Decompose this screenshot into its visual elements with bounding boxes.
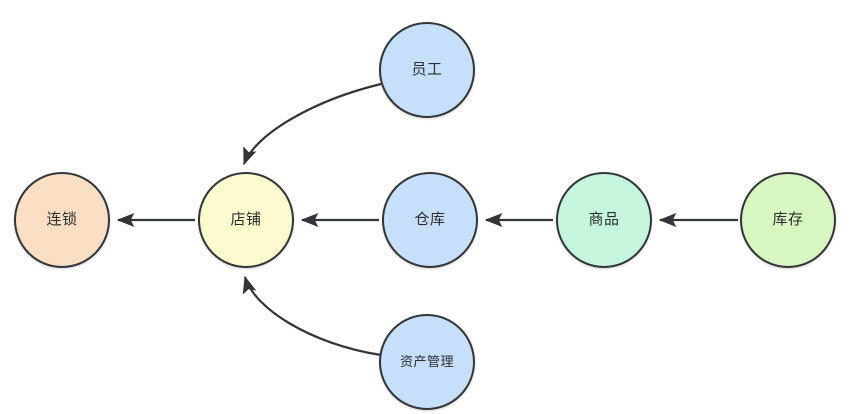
node-label-asset-management: 资产管理	[399, 354, 454, 370]
node-label-warehouse: 仓库	[414, 211, 446, 228]
edge-paths	[116, 82, 738, 357]
edge-employee-to-store	[242, 82, 382, 166]
node-label-product: 商品	[588, 211, 620, 228]
node-inventory[interactable]: 库存	[740, 172, 836, 268]
node-label-chain: 连锁	[46, 211, 78, 228]
node-label-inventory: 库存	[772, 211, 804, 228]
node-warehouse[interactable]: 仓库	[382, 172, 478, 268]
node-chain[interactable]: 连锁	[14, 172, 110, 268]
node-label-store: 店铺	[230, 211, 262, 228]
node-employee[interactable]: 员工	[379, 22, 475, 118]
edge-asset-management-to-store	[242, 275, 382, 357]
node-store[interactable]: 店铺	[198, 172, 294, 268]
node-label-employee: 员工	[411, 61, 443, 78]
node-asset-management[interactable]: 资产管理	[379, 314, 475, 410]
node-product[interactable]: 商品	[556, 172, 652, 268]
